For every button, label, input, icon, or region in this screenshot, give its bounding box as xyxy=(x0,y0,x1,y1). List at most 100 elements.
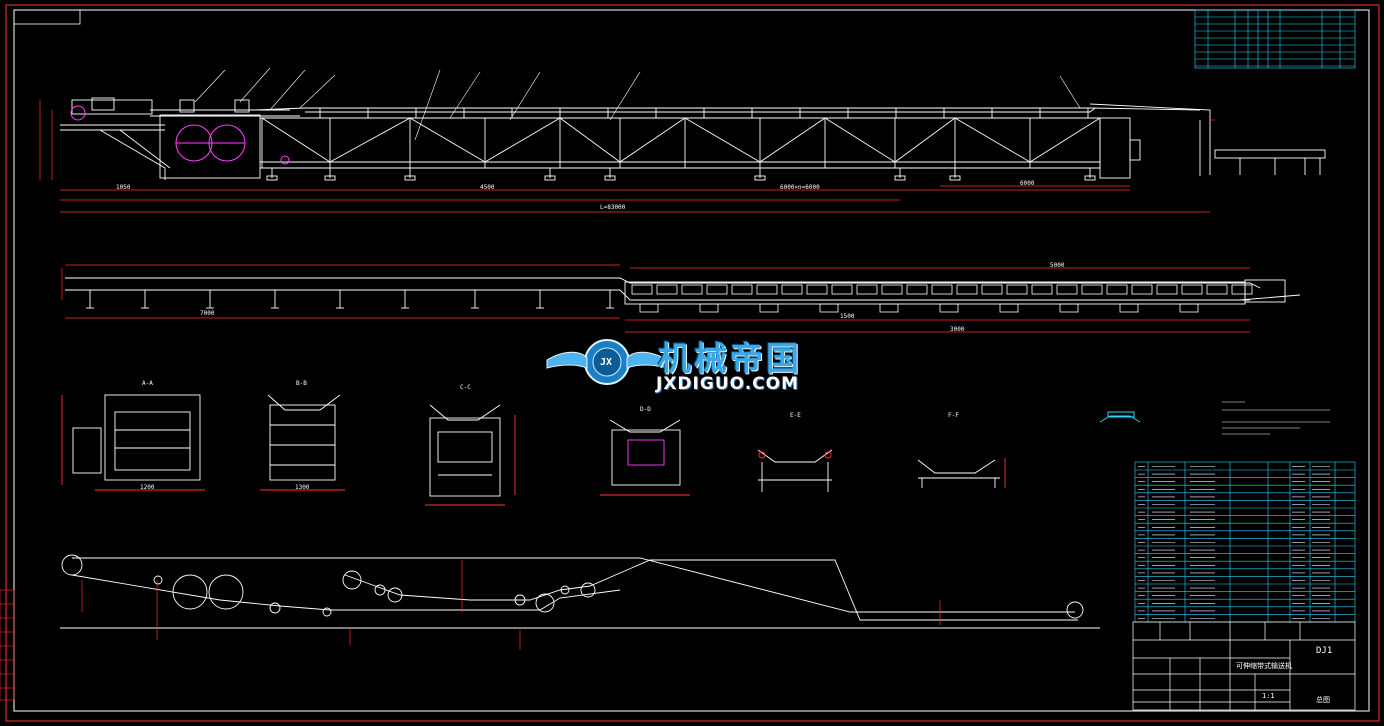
plan-base xyxy=(639,303,659,313)
leader-lines xyxy=(194,67,1081,141)
dim-main-total: L=83000 xyxy=(600,204,626,211)
idler-box xyxy=(931,284,953,295)
idler-box xyxy=(1106,284,1128,295)
dim-plan-1: 7000 xyxy=(200,310,215,317)
idler-box xyxy=(806,284,828,295)
leg-foot xyxy=(324,175,336,181)
plan-base xyxy=(1179,303,1199,313)
left-margin-strip xyxy=(0,589,15,701)
leg-foot xyxy=(544,175,556,181)
truss-diagonal xyxy=(619,117,686,163)
watermark-badge-text: JX xyxy=(600,357,613,368)
truss-diagonal xyxy=(559,117,621,163)
dim-plan-3: 3000 xyxy=(950,326,965,333)
sheet-inner-border xyxy=(13,9,1370,712)
idler-detail xyxy=(1099,411,1141,423)
leg-foot xyxy=(1084,175,1096,181)
section-label-a: A-A xyxy=(142,380,153,387)
drive-unit xyxy=(70,105,290,165)
plan-base xyxy=(819,303,839,313)
plan-base xyxy=(1059,303,1079,313)
main-elevation-view xyxy=(60,97,1326,180)
plan-base xyxy=(699,303,719,313)
idler-box xyxy=(706,284,728,295)
dim-sec-2: 1300 xyxy=(295,484,310,491)
dim-main-c: 6000 xyxy=(1020,180,1035,187)
truss-diagonal xyxy=(684,117,761,163)
idler-box xyxy=(1206,284,1228,295)
idler-box xyxy=(981,284,1003,295)
dim-plan-4: 5000 xyxy=(1050,262,1065,269)
section-c xyxy=(425,404,516,506)
title-block-sheet-label: 总图 xyxy=(1316,696,1330,704)
watermark-cn-text: 机械帝国 xyxy=(658,339,802,378)
section-label-d: D-D xyxy=(640,406,651,413)
belt-path-diagram xyxy=(60,554,1100,629)
idler-box xyxy=(756,284,778,295)
idler-box xyxy=(681,284,703,295)
idler-box xyxy=(856,284,878,295)
leg-foot xyxy=(604,175,616,181)
truss-members xyxy=(261,108,1101,168)
dim-main-b: 4500 xyxy=(480,184,495,191)
sheet-outer-border xyxy=(5,4,1380,722)
plan-dimension-lines xyxy=(61,264,1250,333)
title-block-drawing-no: DJ1 xyxy=(1316,646,1333,656)
watermark-logo: 机械帝国 JXDIGUO.COM xyxy=(540,328,850,398)
leg-foot xyxy=(949,175,961,181)
dim-sec-1: 1200 xyxy=(140,484,155,491)
truss-diagonal xyxy=(759,117,826,163)
plan-view xyxy=(65,277,1301,305)
leg-foot xyxy=(894,175,906,181)
plan-base xyxy=(999,303,1019,313)
plan-base xyxy=(1119,303,1139,313)
truss-diagonal xyxy=(1029,117,1101,163)
plan-base xyxy=(939,303,959,313)
idler-box xyxy=(1056,284,1078,295)
leg-foot xyxy=(404,175,416,181)
belt-path-dimension-lines xyxy=(81,560,941,650)
main-dimension-lines xyxy=(39,100,1215,213)
section-label-c: C-C xyxy=(460,384,471,391)
idler-box xyxy=(1031,284,1053,295)
truss-diagonal xyxy=(484,117,561,163)
watermark-gear-icon xyxy=(546,339,668,385)
truss-diagonal xyxy=(329,117,411,163)
idler-box xyxy=(656,284,678,295)
section-label-e: E-E xyxy=(790,412,801,419)
dim-main-a: 1050 xyxy=(116,184,131,191)
truss-diagonal xyxy=(894,117,956,163)
parts-list-filler xyxy=(1138,466,1330,619)
idler-box xyxy=(731,284,753,295)
idler-box xyxy=(1181,284,1203,295)
idler-box xyxy=(1156,284,1178,295)
idler-box xyxy=(831,284,853,295)
idler-box xyxy=(781,284,803,295)
top-right-table xyxy=(1194,9,1356,69)
idler-box xyxy=(881,284,903,295)
section-label-f: F-F xyxy=(948,412,959,419)
idler-box xyxy=(906,284,928,295)
section-d xyxy=(600,419,690,496)
top-left-tag xyxy=(13,9,81,25)
section-f xyxy=(917,458,1006,488)
parts-list-table xyxy=(1134,461,1356,623)
idler-box xyxy=(956,284,978,295)
idler-box xyxy=(1081,284,1103,295)
title-block-scale: 1:1 xyxy=(1262,692,1275,700)
truss-diagonal xyxy=(824,117,896,163)
plan-idler-boxes xyxy=(631,284,1253,313)
idler-box xyxy=(1131,284,1153,295)
idler-box xyxy=(1006,284,1028,295)
plan-support-legs xyxy=(86,290,614,309)
dim-main-d: 6000×n=6000 xyxy=(780,184,820,191)
truss-diagonal xyxy=(261,117,331,163)
dim-plan-2: 1500 xyxy=(840,313,855,320)
section-a xyxy=(61,394,205,491)
title-block-drawing-title: 可伸缩带式输送机 xyxy=(1236,662,1292,670)
truss-diagonal xyxy=(409,117,486,163)
technical-notes xyxy=(1222,401,1330,435)
section-label-b: B-B xyxy=(296,380,307,387)
leg-foot xyxy=(754,175,766,181)
